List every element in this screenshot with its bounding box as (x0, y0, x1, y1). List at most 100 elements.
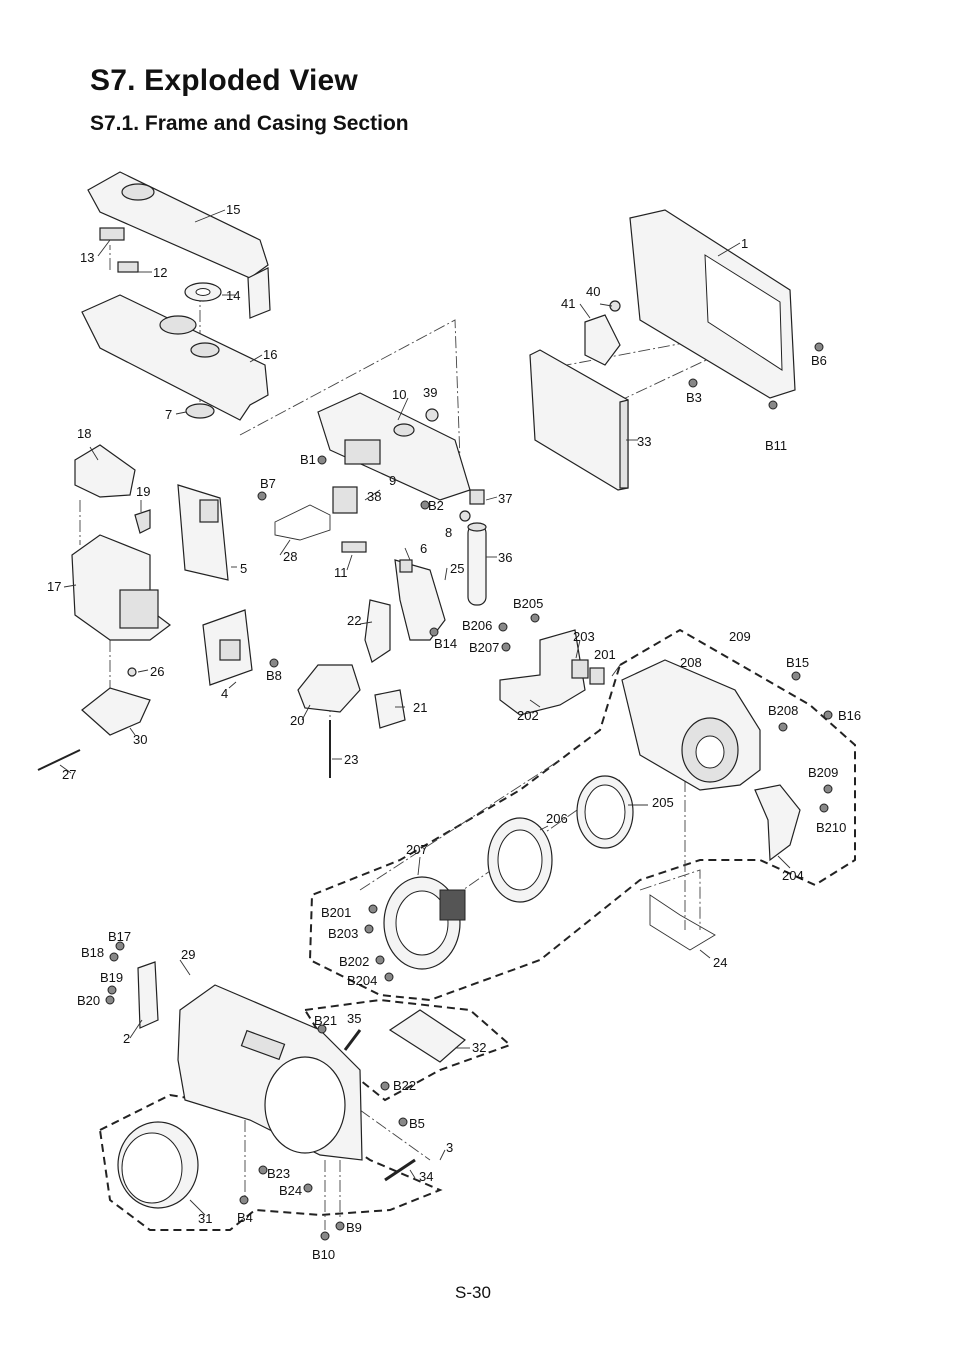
callout: B3 (686, 390, 702, 405)
callout: 202 (517, 708, 539, 723)
callout: B205 (513, 596, 543, 611)
callout: B209 (808, 765, 838, 780)
part-31 (117, 1121, 199, 1209)
callout: B6 (811, 353, 827, 368)
callout: B19 (100, 970, 123, 985)
callout: 2 (123, 1031, 130, 1046)
part-rear-case (629, 209, 796, 399)
callout: B203 (328, 926, 358, 941)
callout: B23 (267, 1166, 290, 1181)
callout-labels: 1 2 3 4 5 6 7 8 9 10 11 12 13 14 15 16 1… (47, 202, 861, 1262)
callout: B10 (312, 1247, 335, 1262)
part-lens-unit (621, 659, 761, 791)
screws (105, 342, 833, 1241)
callout: B4 (237, 1210, 253, 1225)
callout: B17 (108, 929, 131, 944)
callout: 7 (165, 407, 172, 422)
page-number: S-30 (455, 1283, 491, 1302)
callout: 22 (347, 613, 361, 628)
callout: 15 (226, 202, 240, 217)
section-subtitle: S7.1. Frame and Casing Section (90, 112, 409, 135)
callout: 41 (561, 296, 575, 311)
callout: B18 (81, 945, 104, 960)
callout: 13 (80, 250, 94, 265)
leader-lines (59, 209, 791, 1216)
part-boards (177, 484, 253, 686)
callout: 20 (290, 713, 304, 728)
part-flex-cables (274, 504, 367, 553)
callout: 19 (136, 484, 150, 499)
callout: 27 (62, 767, 76, 782)
callout: 5 (240, 561, 247, 576)
part-lens-rings (383, 775, 634, 970)
callout: 1 (741, 236, 748, 251)
callout: 207 (406, 842, 428, 857)
callout: B16 (838, 708, 861, 723)
part-top-cover (87, 171, 271, 319)
callout: B14 (434, 636, 457, 651)
part-top-frame (81, 294, 269, 421)
callout: B2 (428, 498, 444, 513)
callout: 204 (782, 868, 804, 883)
part-2 (137, 961, 159, 1029)
callout: 209 (729, 629, 751, 644)
part-35 (343, 1029, 362, 1051)
part-34 (384, 1158, 416, 1182)
callout: 38 (367, 489, 381, 504)
callout: B9 (346, 1220, 362, 1235)
callout: 30 (133, 732, 147, 747)
callout: 11 (334, 565, 348, 580)
part-battery-door (37, 667, 151, 771)
callout: B11 (765, 438, 787, 453)
callout: 206 (546, 811, 568, 826)
callout: B206 (462, 618, 492, 633)
callout: 203 (573, 629, 595, 644)
callout: B15 (786, 655, 809, 670)
callout: B24 (279, 1183, 302, 1198)
callout: 21 (413, 700, 427, 715)
part-lens-board (499, 629, 605, 716)
callout: 28 (283, 549, 297, 564)
callout: 18 (77, 426, 91, 441)
part-32 (388, 1009, 466, 1063)
callout: 17 (47, 579, 61, 594)
callout: B22 (393, 1078, 416, 1093)
callout: 14 (226, 288, 240, 303)
callout: 39 (423, 385, 437, 400)
part-204 (754, 784, 801, 862)
callout: 3 (446, 1140, 453, 1155)
callout: 33 (637, 434, 651, 449)
callout: B208 (768, 703, 798, 718)
callout: 36 (498, 550, 512, 565)
callout: 25 (450, 561, 464, 576)
part-small-switches (99, 227, 222, 302)
callout: B1 (300, 452, 316, 467)
part-24 (649, 894, 716, 951)
callout: 9 (389, 473, 396, 488)
part-front-case (177, 984, 363, 1161)
callout: 35 (347, 1011, 361, 1026)
callout: B21 (314, 1013, 337, 1028)
callout: 37 (498, 491, 512, 506)
callout: 205 (652, 795, 674, 810)
callout: 8 (445, 525, 452, 540)
callout: 23 (344, 752, 358, 767)
callout: B7 (260, 476, 276, 491)
callout: B210 (816, 820, 846, 835)
callout: 4 (221, 686, 228, 701)
part-flash-unit (297, 664, 406, 778)
part-lcd (529, 349, 629, 491)
callout: 10 (392, 387, 406, 402)
callout: 12 (153, 265, 167, 280)
callout: 34 (419, 1169, 433, 1184)
callout: 208 (680, 655, 702, 670)
part-buttons (584, 300, 621, 366)
part-main-board (317, 392, 471, 514)
part-cylinder (459, 489, 487, 606)
callout: 29 (181, 947, 195, 962)
part-7 (185, 403, 215, 419)
callout: 31 (198, 1211, 212, 1226)
callout: 32 (472, 1040, 486, 1055)
callout: 201 (594, 647, 616, 662)
